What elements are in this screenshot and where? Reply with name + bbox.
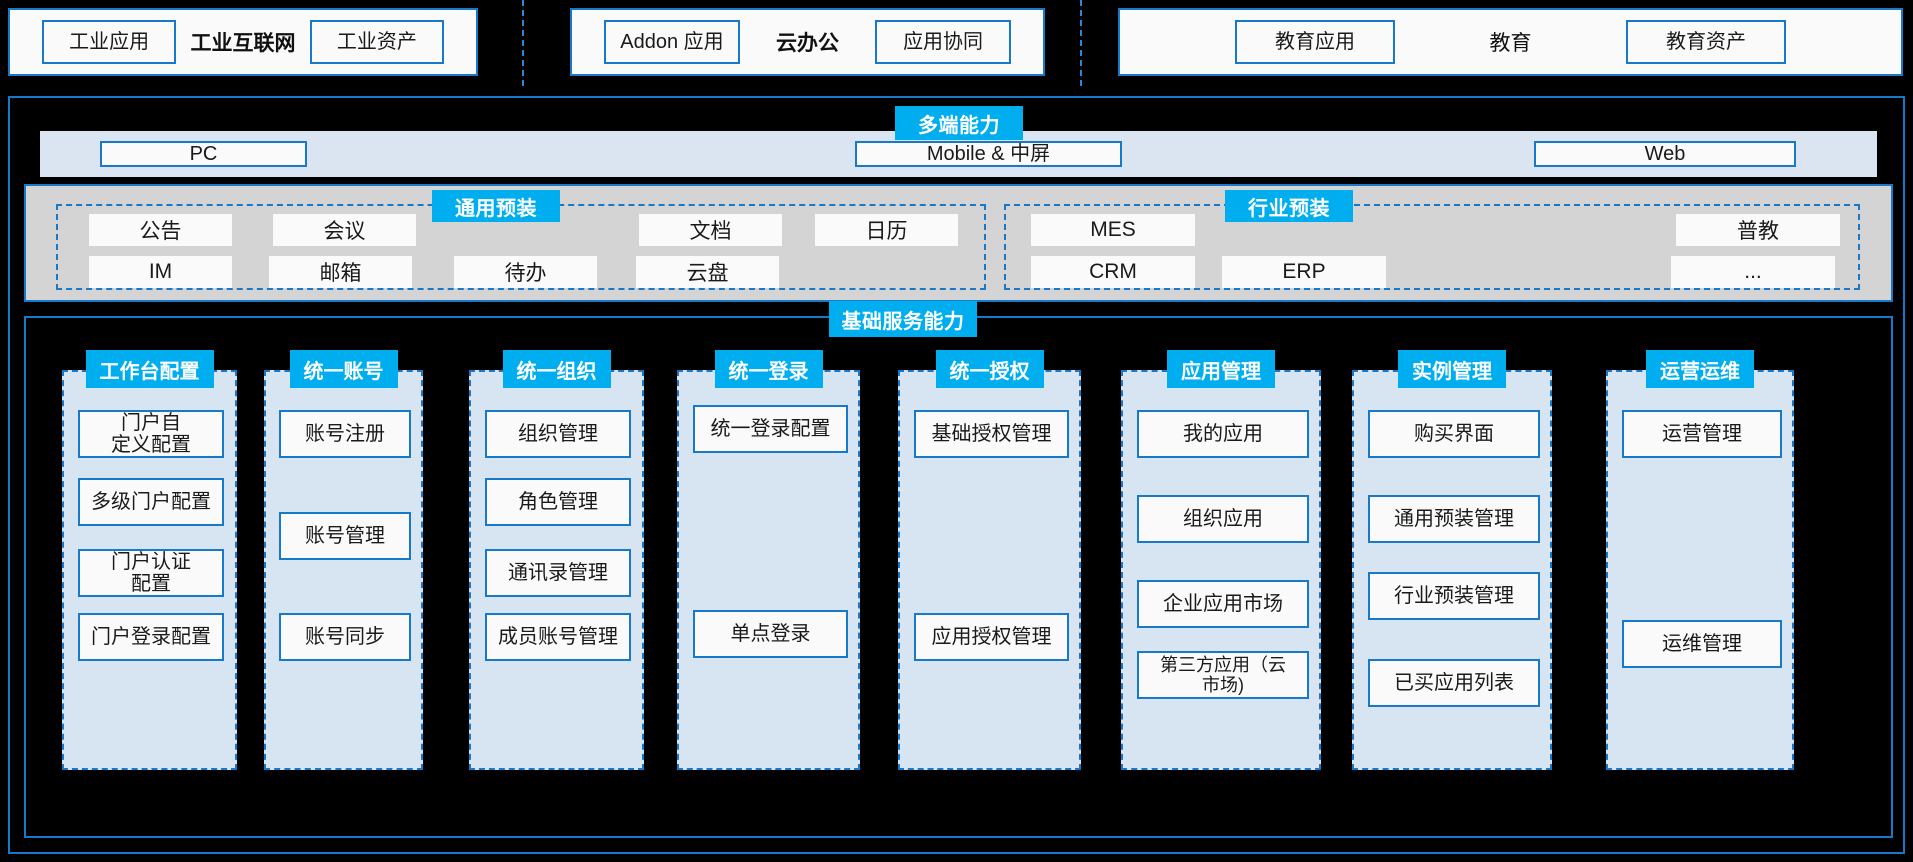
top-group-cloud-office: Addon 应用 云办公 应用协同 — [570, 8, 1045, 76]
item-account-sync[interactable]: 账号同步 — [279, 613, 411, 661]
item-maintenance-management[interactable]: 运维管理 — [1622, 620, 1782, 668]
column-title-instance-management: 实例管理 — [1398, 350, 1506, 388]
tag-multi-terminal: 多端能力 — [895, 106, 1023, 140]
preinstall-item-document[interactable]: 文档 — [639, 214, 782, 246]
preinstall-item-clouddisk[interactable]: 云盘 — [636, 256, 779, 288]
item-portal-custom-config[interactable]: 门户自 定义配置 — [78, 410, 224, 458]
label-cloud-office: 云办公 — [776, 32, 839, 55]
industry-preinstall-box — [1004, 204, 1860, 290]
column-title-unified-login: 统一登录 — [714, 350, 823, 388]
top-group-industrial: 工业应用 工业互联网 工业资产 — [8, 8, 478, 76]
label-education: 教育 — [1489, 32, 1532, 55]
preinstall-item-calendar[interactable]: 日历 — [815, 214, 958, 246]
base-service-band: 工作台配置 门户自 定义配置 多级门户配置 门户认证 配置 门户登录配置 统一账… — [24, 316, 1893, 838]
top-group-education: 教育应用 教育 教育资产 — [1118, 8, 1903, 76]
divider-1 — [522, 0, 524, 86]
item-app-authorization-management[interactable]: 应用授权管理 — [914, 613, 1069, 661]
item-unified-login-config[interactable]: 统一登录配置 — [693, 405, 848, 453]
column-application-management: 应用管理 我的应用 组织应用 企业应用市场 第三方应用（云 市场) — [1121, 350, 1321, 770]
column-title-unified-authorization: 统一授权 — [935, 350, 1044, 388]
preinstall-item-more[interactable]: ... — [1671, 256, 1835, 288]
preinstall-item-meeting[interactable]: 会议 — [273, 214, 416, 246]
item-organization-applications[interactable]: 组织应用 — [1137, 495, 1309, 543]
divider-2 — [1080, 0, 1082, 86]
preinstall-item-im[interactable]: IM — [89, 256, 232, 288]
tag-base-service: 基础服务能力 — [829, 301, 977, 337]
item-portal-login-config[interactable]: 门户登录配置 — [78, 613, 224, 661]
label-industrial-internet: 工业互联网 — [190, 32, 296, 55]
tag-industry-preinstall: 行业预装 — [1225, 190, 1353, 222]
column-unified-login: 统一登录 统一登录配置 单点登录 — [677, 350, 860, 770]
chip-terminal-pc[interactable]: PC — [100, 141, 307, 167]
column-title-workbench-config: 工作台配置 — [85, 350, 214, 388]
platform-frame: 多端能力 PC Mobile & 中屏 Web 通用预装 公告 会议 文档 日历… — [8, 96, 1905, 854]
chip-terminal-web[interactable]: Web — [1534, 141, 1796, 167]
top-domain-row: 工业应用 工业互联网 工业资产 Addon 应用 云办公 应用协同 教育应用 教… — [0, 0, 1913, 86]
item-common-preinstall-management[interactable]: 通用预装管理 — [1368, 495, 1540, 543]
item-my-applications[interactable]: 我的应用 — [1137, 410, 1309, 458]
chip-industrial-asset[interactable]: 工业资产 — [309, 20, 444, 64]
chip-app-collaboration[interactable]: 应用协同 — [875, 20, 1011, 64]
preinstall-item-general-education[interactable]: 普教 — [1676, 214, 1840, 246]
preinstall-item-todo[interactable]: 待办 — [454, 256, 597, 288]
column-unified-account: 统一账号 账号注册 账号管理 账号同步 — [264, 350, 423, 770]
preinstall-item-erp[interactable]: ERP — [1222, 256, 1386, 288]
column-title-unified-organization: 统一组织 — [502, 350, 611, 388]
column-operations-maintenance: 运营运维 运营管理 运维管理 — [1606, 350, 1794, 770]
item-operations-management[interactable]: 运营管理 — [1622, 410, 1782, 458]
column-unified-authorization: 统一授权 基础授权管理 应用授权管理 — [898, 350, 1081, 770]
item-third-party-app-cloud-market[interactable]: 第三方应用（云 市场) — [1137, 651, 1309, 699]
item-purchased-app-list[interactable]: 已买应用列表 — [1368, 659, 1540, 707]
item-account-management[interactable]: 账号管理 — [279, 512, 411, 560]
chip-terminal-mobile[interactable]: Mobile & 中屏 — [855, 141, 1122, 167]
preinstall-band: 通用预装 公告 会议 文档 日历 IM 邮箱 待办 云盘 行业预装 MES 普教… — [24, 184, 1893, 302]
preinstall-item-mailbox[interactable]: 邮箱 — [269, 256, 412, 288]
column-title-operations-maintenance: 运营运维 — [1646, 350, 1754, 388]
item-single-sign-on[interactable]: 单点登录 — [693, 610, 848, 658]
item-enterprise-app-market[interactable]: 企业应用市场 — [1137, 580, 1309, 628]
item-basic-authorization-management[interactable]: 基础授权管理 — [914, 410, 1069, 458]
item-contacts-management[interactable]: 通讯录管理 — [485, 549, 631, 597]
preinstall-item-crm[interactable]: CRM — [1031, 256, 1195, 288]
column-instance-management: 实例管理 购买界面 通用预装管理 行业预装管理 已买应用列表 — [1352, 350, 1552, 770]
chip-addon-app[interactable]: Addon 应用 — [604, 20, 740, 64]
item-role-management[interactable]: 角色管理 — [485, 478, 631, 526]
item-portal-auth-config[interactable]: 门户认证 配置 — [78, 549, 224, 597]
item-multilevel-portal-config[interactable]: 多级门户配置 — [78, 478, 224, 526]
chip-education-app[interactable]: 教育应用 — [1235, 20, 1395, 64]
item-org-management[interactable]: 组织管理 — [485, 410, 631, 458]
item-member-account-management[interactable]: 成员账号管理 — [485, 613, 631, 661]
column-unified-organization: 统一组织 组织管理 角色管理 通讯录管理 成员账号管理 — [469, 350, 644, 770]
column-workbench-config: 工作台配置 门户自 定义配置 多级门户配置 门户认证 配置 门户登录配置 — [62, 350, 237, 770]
item-purchase-interface[interactable]: 购买界面 — [1368, 410, 1540, 458]
column-title-application-management: 应用管理 — [1167, 350, 1275, 388]
preinstall-item-announcement[interactable]: 公告 — [89, 214, 232, 246]
item-industry-preinstall-management[interactable]: 行业预装管理 — [1368, 572, 1540, 620]
item-account-register[interactable]: 账号注册 — [279, 410, 411, 458]
preinstall-item-mes[interactable]: MES — [1031, 214, 1195, 246]
column-title-unified-account: 统一账号 — [289, 350, 398, 388]
chip-industrial-app[interactable]: 工业应用 — [42, 20, 177, 64]
chip-education-asset[interactable]: 教育资产 — [1626, 20, 1786, 64]
tag-common-preinstall: 通用预装 — [432, 190, 560, 222]
